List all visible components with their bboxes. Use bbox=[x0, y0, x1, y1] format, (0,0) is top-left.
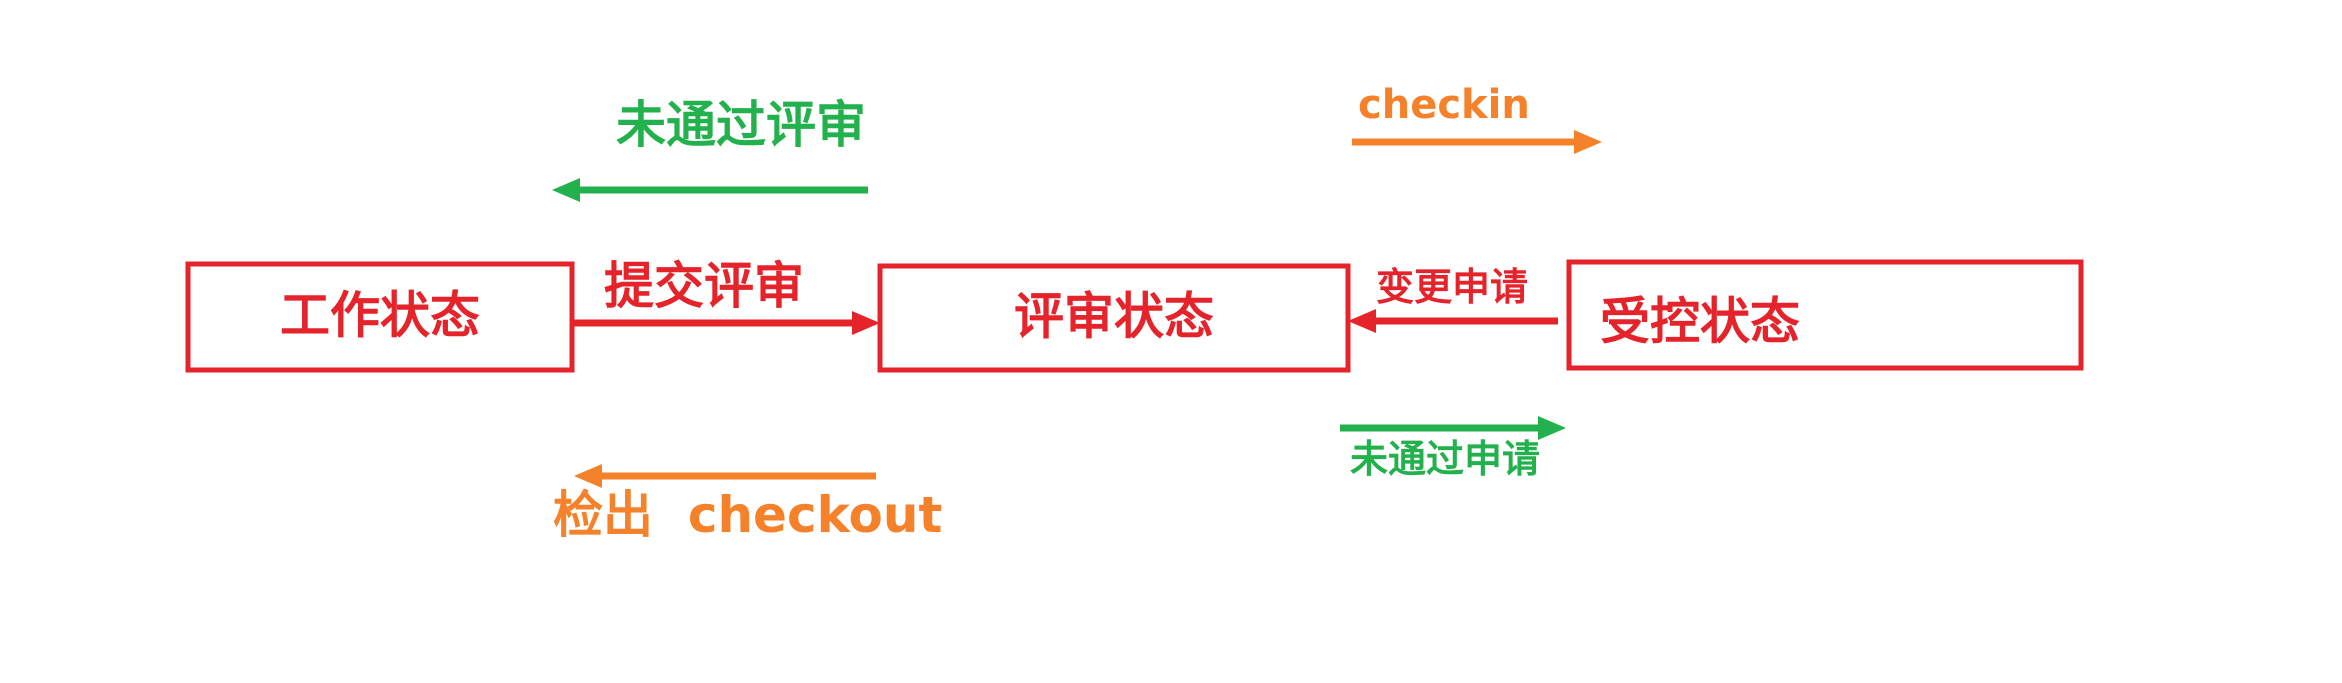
transition-submit-review: 提交评审 bbox=[574, 257, 880, 335]
transition-checkin: checkin bbox=[1352, 82, 1602, 154]
state-controlled-label: 受控状态 bbox=[1600, 293, 1800, 351]
review-not-passed-arrow-head bbox=[552, 178, 580, 202]
state-working-box bbox=[185, 261, 575, 373]
state-working: 工作状态 bbox=[185, 261, 575, 373]
checkin-arrow-head bbox=[1574, 130, 1602, 154]
state-review-box bbox=[877, 263, 1351, 373]
checkout-label: 检出 checkout bbox=[553, 486, 942, 544]
state-review: 评审状态 bbox=[877, 263, 1351, 373]
change-request-label: 变更申请 bbox=[1376, 265, 1528, 309]
transition-review-not-passed: 未通过评审 bbox=[552, 96, 868, 202]
change-request-arrow-head bbox=[1348, 309, 1376, 333]
request-not-passed-label: 未通过申请 bbox=[1350, 437, 1540, 481]
transition-change-request: 变更申请 bbox=[1348, 265, 1558, 333]
checkout-arrow-head bbox=[574, 464, 602, 488]
checkin-label: checkin bbox=[1358, 82, 1530, 128]
state-controlled-box bbox=[1566, 259, 2084, 371]
transition-checkout: 检出 checkout bbox=[553, 464, 942, 544]
submit-review-arrow-head bbox=[852, 311, 880, 335]
state-controlled: 受控状态 bbox=[1566, 259, 2084, 371]
state-review-label: 评审状态 bbox=[1014, 288, 1214, 346]
submit-review-label: 提交评审 bbox=[604, 257, 804, 315]
transition-request-not-passed: 未通过申请 bbox=[1340, 416, 1566, 481]
review-not-passed-label: 未通过评审 bbox=[616, 96, 866, 154]
request-not-passed-arrow-head bbox=[1538, 416, 1566, 440]
state-working-label: 工作状态 bbox=[280, 287, 480, 345]
